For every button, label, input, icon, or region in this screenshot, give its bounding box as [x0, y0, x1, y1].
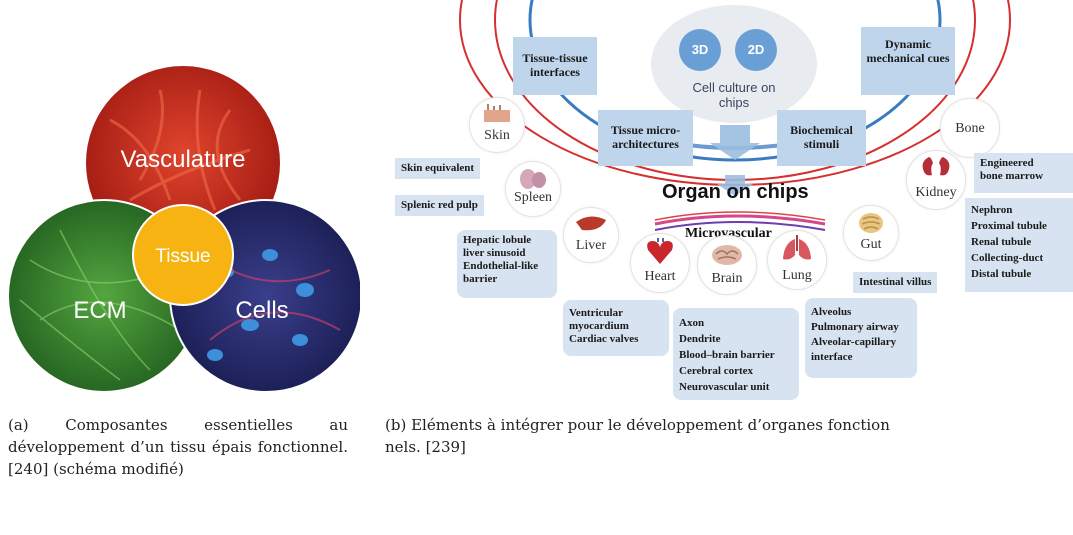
bone-organ: Bone	[940, 98, 1000, 158]
kidney-item: Nephron	[971, 204, 1013, 216]
brain-item: Neurovascular unit	[679, 381, 770, 393]
spleen-list: Splenic red pulp	[395, 195, 484, 216]
gut-list: Intestinal villus	[853, 272, 938, 293]
caption-b: (b) Eléments à intégrer pour le développ…	[385, 416, 890, 434]
brain-item: Cerebral cortex	[679, 365, 754, 377]
tissue-circle	[132, 204, 234, 306]
liver-item: Hepatic lobule	[463, 234, 532, 246]
caption-a: (a) Composantes essentielles au développ…	[8, 416, 348, 478]
lung-organ: Lung	[767, 230, 827, 290]
skin-icon	[484, 104, 510, 122]
liver-item: liver sinusoid	[463, 247, 526, 259]
heart-label: Heart	[644, 269, 676, 284]
kidney-item: Distal tubule	[971, 268, 1032, 280]
liver-list: Hepatic lobule liver sinusoid Endothelia…	[457, 230, 557, 298]
liver-label: Liver	[575, 238, 607, 253]
lung-item: Pulmonary airway	[811, 321, 899, 333]
heart-organ: Heart	[630, 233, 690, 293]
kidney-label: Kidney	[915, 185, 957, 200]
spleen-item: Splenic red pulp	[401, 199, 478, 211]
organ-on-chips-title: Organ on chips	[662, 181, 809, 203]
lung-item: Alveolar-capillary	[811, 336, 897, 348]
heart-item: myocardium	[569, 320, 629, 332]
bone-label: Bone	[955, 121, 985, 136]
spleen-icon	[520, 169, 546, 189]
kidney-icon	[922, 157, 950, 176]
brain-list: Axon Dendrite Blood–brain barrier Cerebr…	[673, 308, 799, 400]
heart-item: Cardiac valves	[569, 333, 639, 345]
spleen-organ: Spleen	[505, 161, 561, 217]
cell-culture-label: Cell culture on chips	[692, 80, 776, 110]
micro-architectures-box: Tissue micro-architectures	[598, 110, 693, 166]
heart-icon	[647, 238, 673, 264]
tissue-interfaces-box: Tissue-tissue interfaces	[513, 37, 597, 95]
brain-icon	[712, 245, 742, 265]
cells-label: Cells	[235, 297, 288, 324]
liver-item: Endothelial-like	[463, 260, 539, 272]
brain-item: Blood–brain barrier	[679, 349, 775, 361]
gut-organ: Gut	[843, 205, 899, 261]
lung-item: Alveolus	[811, 306, 852, 318]
skin-item: Skin equivalent	[401, 162, 475, 174]
cell-culture-cloud: 3D 2D Cell culture on chips	[651, 5, 817, 123]
vasculature-label: Vasculature	[121, 146, 246, 173]
tissue-venn-diagram: Vasculature Tissue ECM Cells	[7, 64, 360, 393]
spleen-label: Spleen	[513, 190, 553, 205]
kidney-item: Collecting-duct	[971, 252, 1044, 264]
chip-2d-badge: 2D	[735, 29, 777, 71]
gut-icon	[859, 213, 883, 233]
lung-label: Lung	[782, 268, 812, 283]
kidney-organ: Kidney	[906, 150, 966, 210]
bone-item: bone marrow	[980, 170, 1044, 182]
skin-organ: Skin	[469, 97, 525, 153]
bone-item: Engineered	[980, 157, 1034, 169]
gut-label: Gut	[860, 237, 882, 252]
kidney-item: Renal tubule	[971, 236, 1032, 248]
brain-item: Dendrite	[679, 333, 721, 345]
brain-item: Axon	[679, 317, 705, 329]
dynamic-cues-box: Dynamic mechanical cues	[861, 27, 955, 95]
ecm-label: ECM	[73, 297, 126, 324]
tissue-label: Tissue	[155, 246, 210, 267]
chip-3d-badge: 3D	[679, 29, 721, 71]
gut-item: Intestinal villus	[859, 276, 932, 288]
skin-list: Skin equivalent	[395, 158, 481, 179]
heart-list: Ventricular myocardium Cardiac valves	[563, 300, 669, 356]
lung-icon	[783, 235, 811, 260]
kidney-item: Proximal tubule	[971, 220, 1047, 232]
brain-label: Brain	[711, 271, 743, 286]
liver-item: barrier	[463, 273, 498, 285]
caption-b-continued: nels. [239]	[385, 438, 466, 456]
lung-item: interface	[811, 351, 853, 363]
skin-label: Skin	[484, 128, 510, 143]
bone-list: Engineered bone marrow	[974, 153, 1073, 193]
biochemical-stimuli-box: Biochemical stimuli	[777, 110, 866, 166]
kidney-list: Nephron Proximal tubule Renal tubule Col…	[965, 198, 1073, 292]
organ-on-chips-figure: 3D 2D Cell culture on chips Tissue-tissu…	[385, 0, 1073, 400]
heart-item: Ventricular	[569, 307, 623, 319]
liver-icon	[576, 216, 606, 231]
liver-organ: Liver	[563, 207, 619, 263]
lung-list: Alveolus Pulmonary airway Alveolar-capil…	[805, 298, 917, 378]
brain-organ: Brain	[697, 235, 757, 295]
microvascular-label: Microvascular	[685, 226, 772, 241]
